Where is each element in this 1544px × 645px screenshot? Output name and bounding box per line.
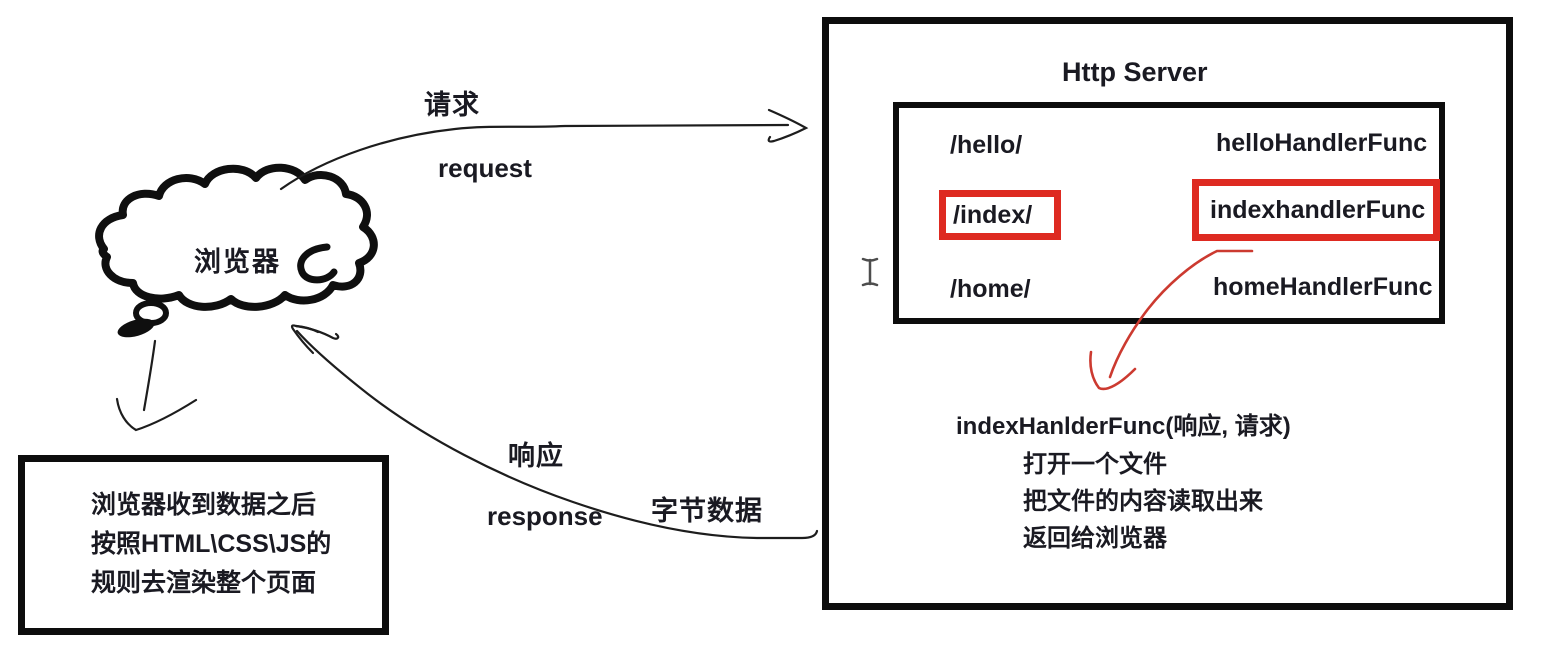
route-handler-highlight-box: indexhandlerFunc xyxy=(1192,179,1440,241)
response-label-en: response xyxy=(487,501,603,531)
browser-cloud-shape xyxy=(95,163,378,311)
handler-step: 把文件的内容读取出来 xyxy=(1023,488,1263,515)
response-label-zh: 响应 xyxy=(508,441,564,471)
cloud-inner-curl xyxy=(297,243,338,284)
http-server-title: Http Server xyxy=(1062,57,1208,87)
render-box-line: 浏览器收到数据之后 xyxy=(91,491,317,519)
route-path: /home/ xyxy=(950,275,1031,303)
route-path-highlight-box: /index/ xyxy=(939,190,1061,240)
render-box-line: 按照HTML\CSS\JS的 xyxy=(91,530,332,558)
request-label-zh: 请求 xyxy=(424,90,480,120)
route-path: /index/ xyxy=(953,200,1033,229)
browser-render-box: 浏览器收到数据之后 按照HTML\CSS\JS的 规则去渲染整个页面 xyxy=(18,455,389,635)
request-label-en: request xyxy=(438,153,532,183)
route-path: /hello/ xyxy=(950,131,1023,159)
route-handler: homeHandlerFunc xyxy=(1213,273,1433,301)
route-handler: indexhandlerFunc xyxy=(1210,195,1426,224)
cloud-tail-blob xyxy=(117,318,155,338)
route-handler: helloHandlerFunc xyxy=(1216,129,1428,157)
handler-steps: 打开一个文件 把文件的内容读取出来 返回给浏览器 xyxy=(1023,450,1263,561)
handler-step: 打开一个文件 xyxy=(1023,451,1167,478)
byte-data-label: 字节数据 xyxy=(651,496,763,526)
browser-cloud-label: 浏览器 xyxy=(194,247,281,277)
render-box-line: 规则去渲染整个页面 xyxy=(91,569,317,597)
routes-table: /hello/ helloHandlerFunc /index/ indexha… xyxy=(893,102,1445,324)
handler-step: 返回给浏览器 xyxy=(1023,525,1167,552)
handler-call-text: indexHanlderFunc(响应, 请求) xyxy=(956,413,1291,440)
